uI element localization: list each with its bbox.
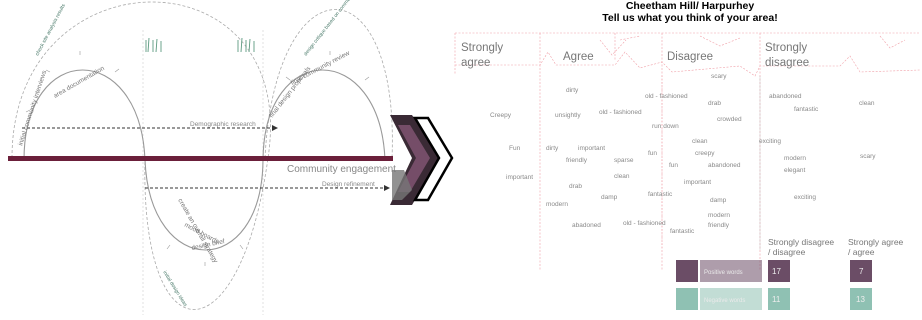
word: fantastic [670, 228, 695, 235]
word: creepy [695, 150, 715, 157]
header-strongly-disagree-2: disagree [765, 57, 809, 69]
positive-label-bg [700, 260, 762, 282]
word: scary [860, 153, 876, 160]
negative-agree-count: 13 [856, 295, 865, 304]
collage-photo [392, 170, 412, 200]
positive-disagree-count: 17 [772, 267, 781, 276]
word: fun [648, 150, 657, 157]
word: sparse [614, 157, 634, 164]
word: fantastic [794, 106, 819, 113]
survey-words: scary dirty old - fashioned drab abandon… [490, 73, 876, 235]
community-engagement-bar [8, 156, 393, 161]
word: drab [708, 100, 721, 107]
green-marks [145, 37, 255, 53]
word: Creepy [490, 112, 512, 119]
word: modern [708, 212, 730, 219]
survey-panel: Cheetham Hill/ Harpurhey Tell us what yo… [454, 0, 921, 310]
collage-chevron-inner [398, 125, 430, 192]
word: modern [784, 155, 806, 162]
word: drab [569, 183, 582, 190]
word: damp [710, 197, 727, 204]
community-engagement-label: Community engagement [287, 164, 396, 175]
outer-wave [11, 1, 271, 310]
arrow-head [384, 185, 390, 191]
outer-wave-right [264, 9, 393, 159]
word: run down [652, 123, 679, 130]
word: old - fashioned [599, 109, 642, 116]
word: fun [669, 162, 678, 169]
word: Fun [509, 145, 521, 152]
word: abadoned [572, 222, 601, 229]
header-strongly-agree-1: Strongly [461, 42, 503, 54]
negative-disagree-count: 11 [772, 295, 781, 304]
survey-title-line1: Cheetham Hill/ Harpurhey [626, 0, 755, 12]
header-strongly-agree-2: agree [461, 57, 490, 69]
demographic-research-label: Demographic research [190, 121, 256, 128]
negative-swatch [676, 288, 698, 310]
header-disagree: Disagree [667, 51, 713, 63]
header-strongly-disagree-1: Strongly [765, 42, 807, 54]
design-refinement-label: Design refinement [322, 181, 375, 188]
word: clean [614, 173, 630, 180]
word: crowded [717, 116, 742, 123]
word: exciting [759, 138, 781, 145]
negative-label: Negative words [704, 298, 745, 304]
word: modern [546, 201, 568, 208]
word: fantastic [648, 191, 673, 198]
word: clean [692, 138, 708, 145]
arrow-head [272, 125, 278, 131]
summary-table: Strongly disagree / disagree Strongly ag… [676, 237, 904, 310]
negative-disagree-cell [768, 288, 790, 310]
word: old - fashioned [645, 93, 688, 100]
inner-wave [23, 69, 386, 251]
design-critique-label: design critique based on community resul… [303, 0, 367, 57]
word: important [684, 179, 711, 186]
site-analysis-label: check site analysis results [34, 3, 67, 57]
word: exciting [794, 194, 816, 201]
survey-grid [454, 32, 921, 270]
design-process-diagram: Demographic research Community engagemen… [8, 0, 454, 315]
word: unsightly [555, 112, 581, 119]
negative-label-bg [700, 288, 762, 310]
word: old - fashioned [623, 220, 666, 227]
word: friendly [708, 222, 730, 229]
survey-title-line2: Tell us what you think of your area! [602, 12, 777, 24]
summary-header-agree-2: / agree [848, 247, 875, 257]
word: abandoned [708, 162, 741, 169]
summary-header-disagree-1: Strongly disagree [768, 237, 834, 247]
header-agree: Agree [563, 51, 594, 63]
positive-label: Positive words [704, 270, 743, 276]
word: abandoned [769, 93, 802, 100]
word: important [578, 145, 605, 152]
word: elegant [784, 167, 806, 174]
word: dirty [566, 87, 579, 94]
positive-agree-count: 7 [859, 267, 864, 276]
word: damp [601, 194, 618, 201]
word: important [506, 174, 533, 181]
summary-header-disagree-2: / disagree [768, 247, 806, 257]
summary-header-agree-1: Strongly agree [848, 237, 904, 247]
word: clean [859, 100, 875, 107]
word: dirty [546, 145, 559, 152]
positive-swatch [676, 260, 698, 282]
word: friendly [566, 157, 588, 164]
initial-interviews-label: initial community interviews [17, 69, 48, 147]
arrow-chevron [412, 116, 454, 202]
wave-ticks [25, 51, 370, 266]
word: scary [711, 73, 727, 80]
initial-design-ideas-label: initial design ideas [161, 270, 188, 308]
positive-agree-cell [850, 260, 872, 282]
positive-disagree-cell [768, 260, 790, 282]
negative-agree-cell [850, 288, 872, 310]
community-review-label: final community review [290, 50, 352, 87]
